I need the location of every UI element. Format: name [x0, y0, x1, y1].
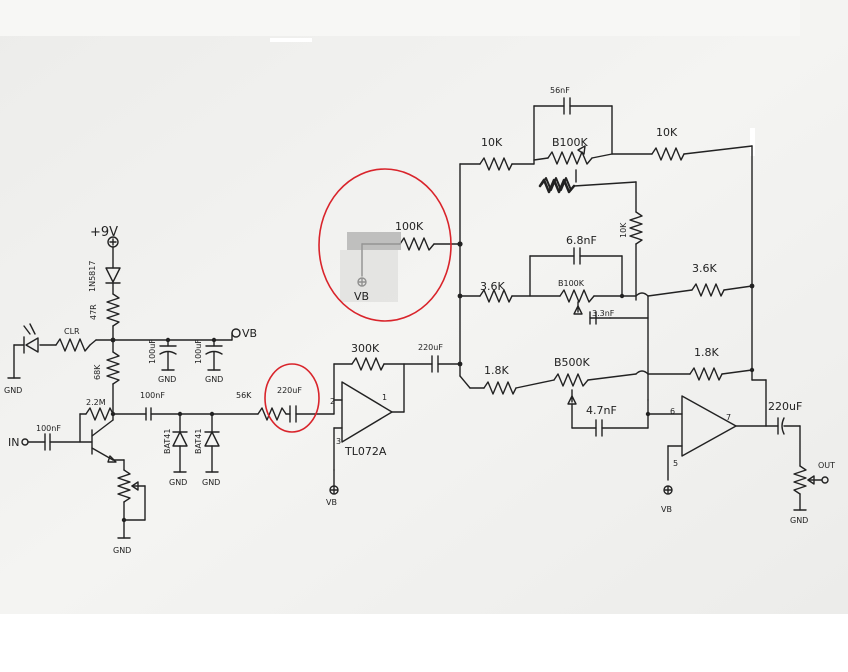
label-pin2: 2	[330, 397, 335, 406]
label-1n5817: 1N5817	[88, 261, 97, 292]
label-300k: 300K	[351, 342, 380, 355]
label-220uf-b: 220uF	[418, 343, 443, 352]
label-100uf-b: 100uF	[194, 339, 203, 364]
label-47r: 47R	[89, 304, 98, 320]
label-supply: +9V	[90, 225, 118, 240]
label-gnd-cap-b: GND	[205, 375, 223, 384]
label-pin1: 1	[382, 393, 387, 402]
label-vb-node: VB	[242, 327, 257, 340]
white-patch	[270, 38, 312, 42]
label-gnd-led: GND	[4, 386, 22, 395]
label-1-8k-b: 1.8K	[694, 346, 719, 359]
label-3-3nf: 3.3nF	[592, 309, 615, 318]
label-4-7nf: 4.7nF	[586, 404, 617, 417]
label-100uf-a: 100uF	[148, 339, 157, 364]
label-68k: 68K	[93, 364, 102, 380]
label-56k: 56K	[236, 391, 252, 400]
label-vb-opamp2: VB	[661, 505, 672, 514]
label-gnd-pot: GND	[113, 546, 131, 555]
highlight-circle-100k	[318, 168, 452, 322]
label-10k-v: 10K	[619, 222, 628, 238]
label-3-6k-b: 3.6K	[692, 262, 717, 275]
label-gnd-bat-a: GND	[169, 478, 187, 487]
label-1-8k-a: 1.8K	[484, 364, 509, 377]
paper-edge	[0, 0, 800, 36]
label-220uf-a: 220uF	[277, 386, 302, 395]
label-3-6k-a: 3.6K	[480, 280, 505, 293]
label-b500k: B500K	[554, 356, 591, 369]
shaded-patch-2	[340, 250, 398, 302]
label-220uf-out: 220uF	[768, 400, 802, 413]
label-10k-b: 10K	[656, 126, 678, 139]
label-gnd-cap-a: GND	[158, 375, 176, 384]
label-pin7: 7	[726, 413, 731, 422]
label-56nf: 56nF	[550, 86, 570, 95]
label-b100k-top: B100K	[552, 136, 589, 149]
label-in: IN	[8, 436, 19, 449]
label-out: OUT	[818, 461, 835, 470]
white-patch-2	[750, 128, 755, 156]
label-6-8nf: 6.8nF	[566, 234, 597, 247]
label-100k: 100K	[395, 220, 424, 233]
label-100nf: 100nF	[140, 391, 165, 400]
label-pin5: 5	[673, 459, 678, 468]
label-gnd-bat-b: GND	[202, 478, 220, 487]
shaded-patch-1	[347, 232, 401, 250]
label-2-2m: 2.2M	[86, 398, 106, 407]
label-pin3: 3	[336, 437, 341, 446]
label-vb-opamp1: VB	[326, 498, 337, 507]
label-clr: CLR	[64, 327, 80, 336]
label-bat41-a: BAT41	[163, 429, 172, 454]
label-gnd-out: GND	[790, 516, 808, 525]
label-bat41-b: BAT41	[194, 429, 203, 454]
label-in-cap: 100nF	[36, 424, 61, 433]
label-10k-a: 10K	[481, 136, 503, 149]
label-vb-circle: VB	[354, 290, 369, 303]
label-b100k-mid: B100K	[558, 279, 585, 288]
label-pin6: 6	[670, 407, 675, 416]
highlight-circle-220uf	[264, 363, 320, 433]
label-tl072: TL072A	[344, 445, 387, 458]
